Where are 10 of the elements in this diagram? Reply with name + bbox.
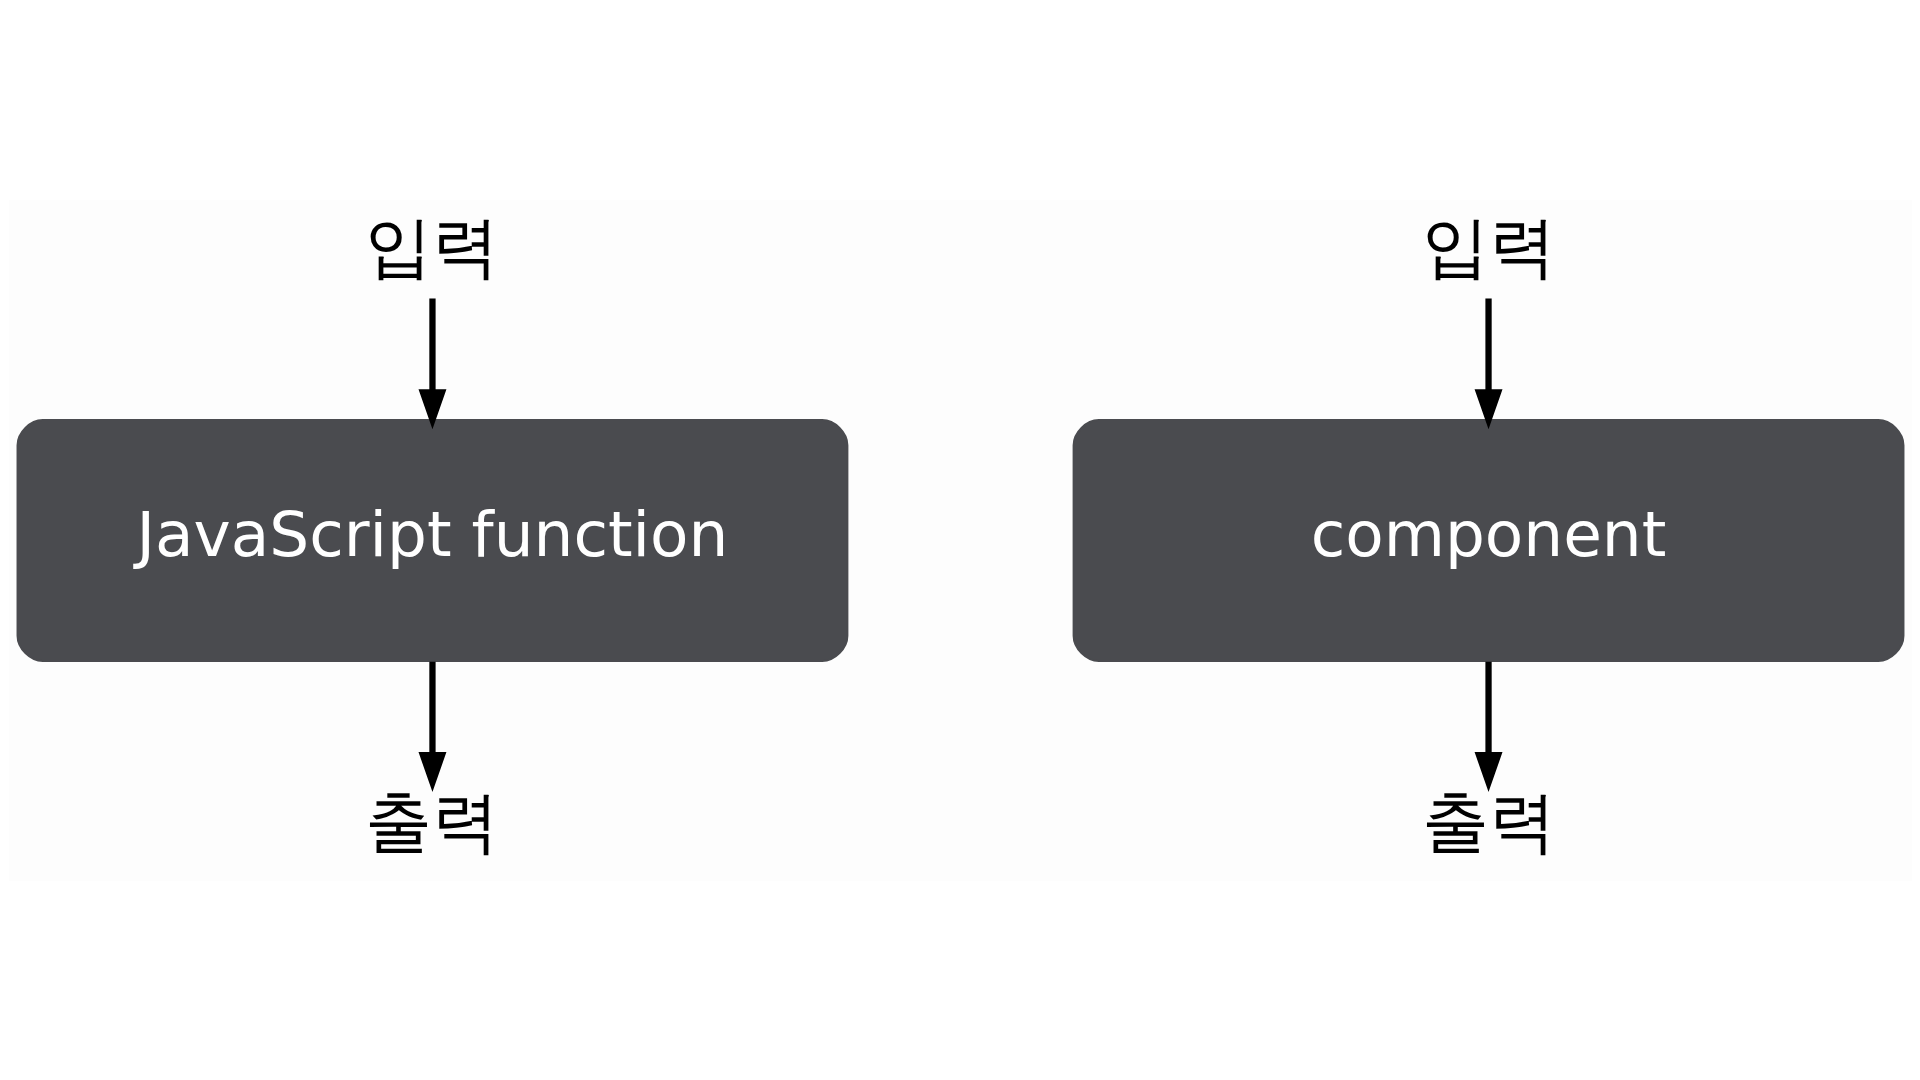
node-box: JavaScript function [16, 418, 848, 662]
node-box: component [1072, 418, 1904, 662]
arrow [418, 298, 446, 429]
node-text: 출력 [1421, 782, 1556, 861]
arrow [418, 661, 446, 792]
arrow [1474, 661, 1502, 792]
node-text: 입력 [364, 207, 499, 286]
node-text: 입력 [1421, 207, 1556, 286]
node-text: 출력 [364, 782, 499, 861]
arrow [1474, 298, 1502, 429]
